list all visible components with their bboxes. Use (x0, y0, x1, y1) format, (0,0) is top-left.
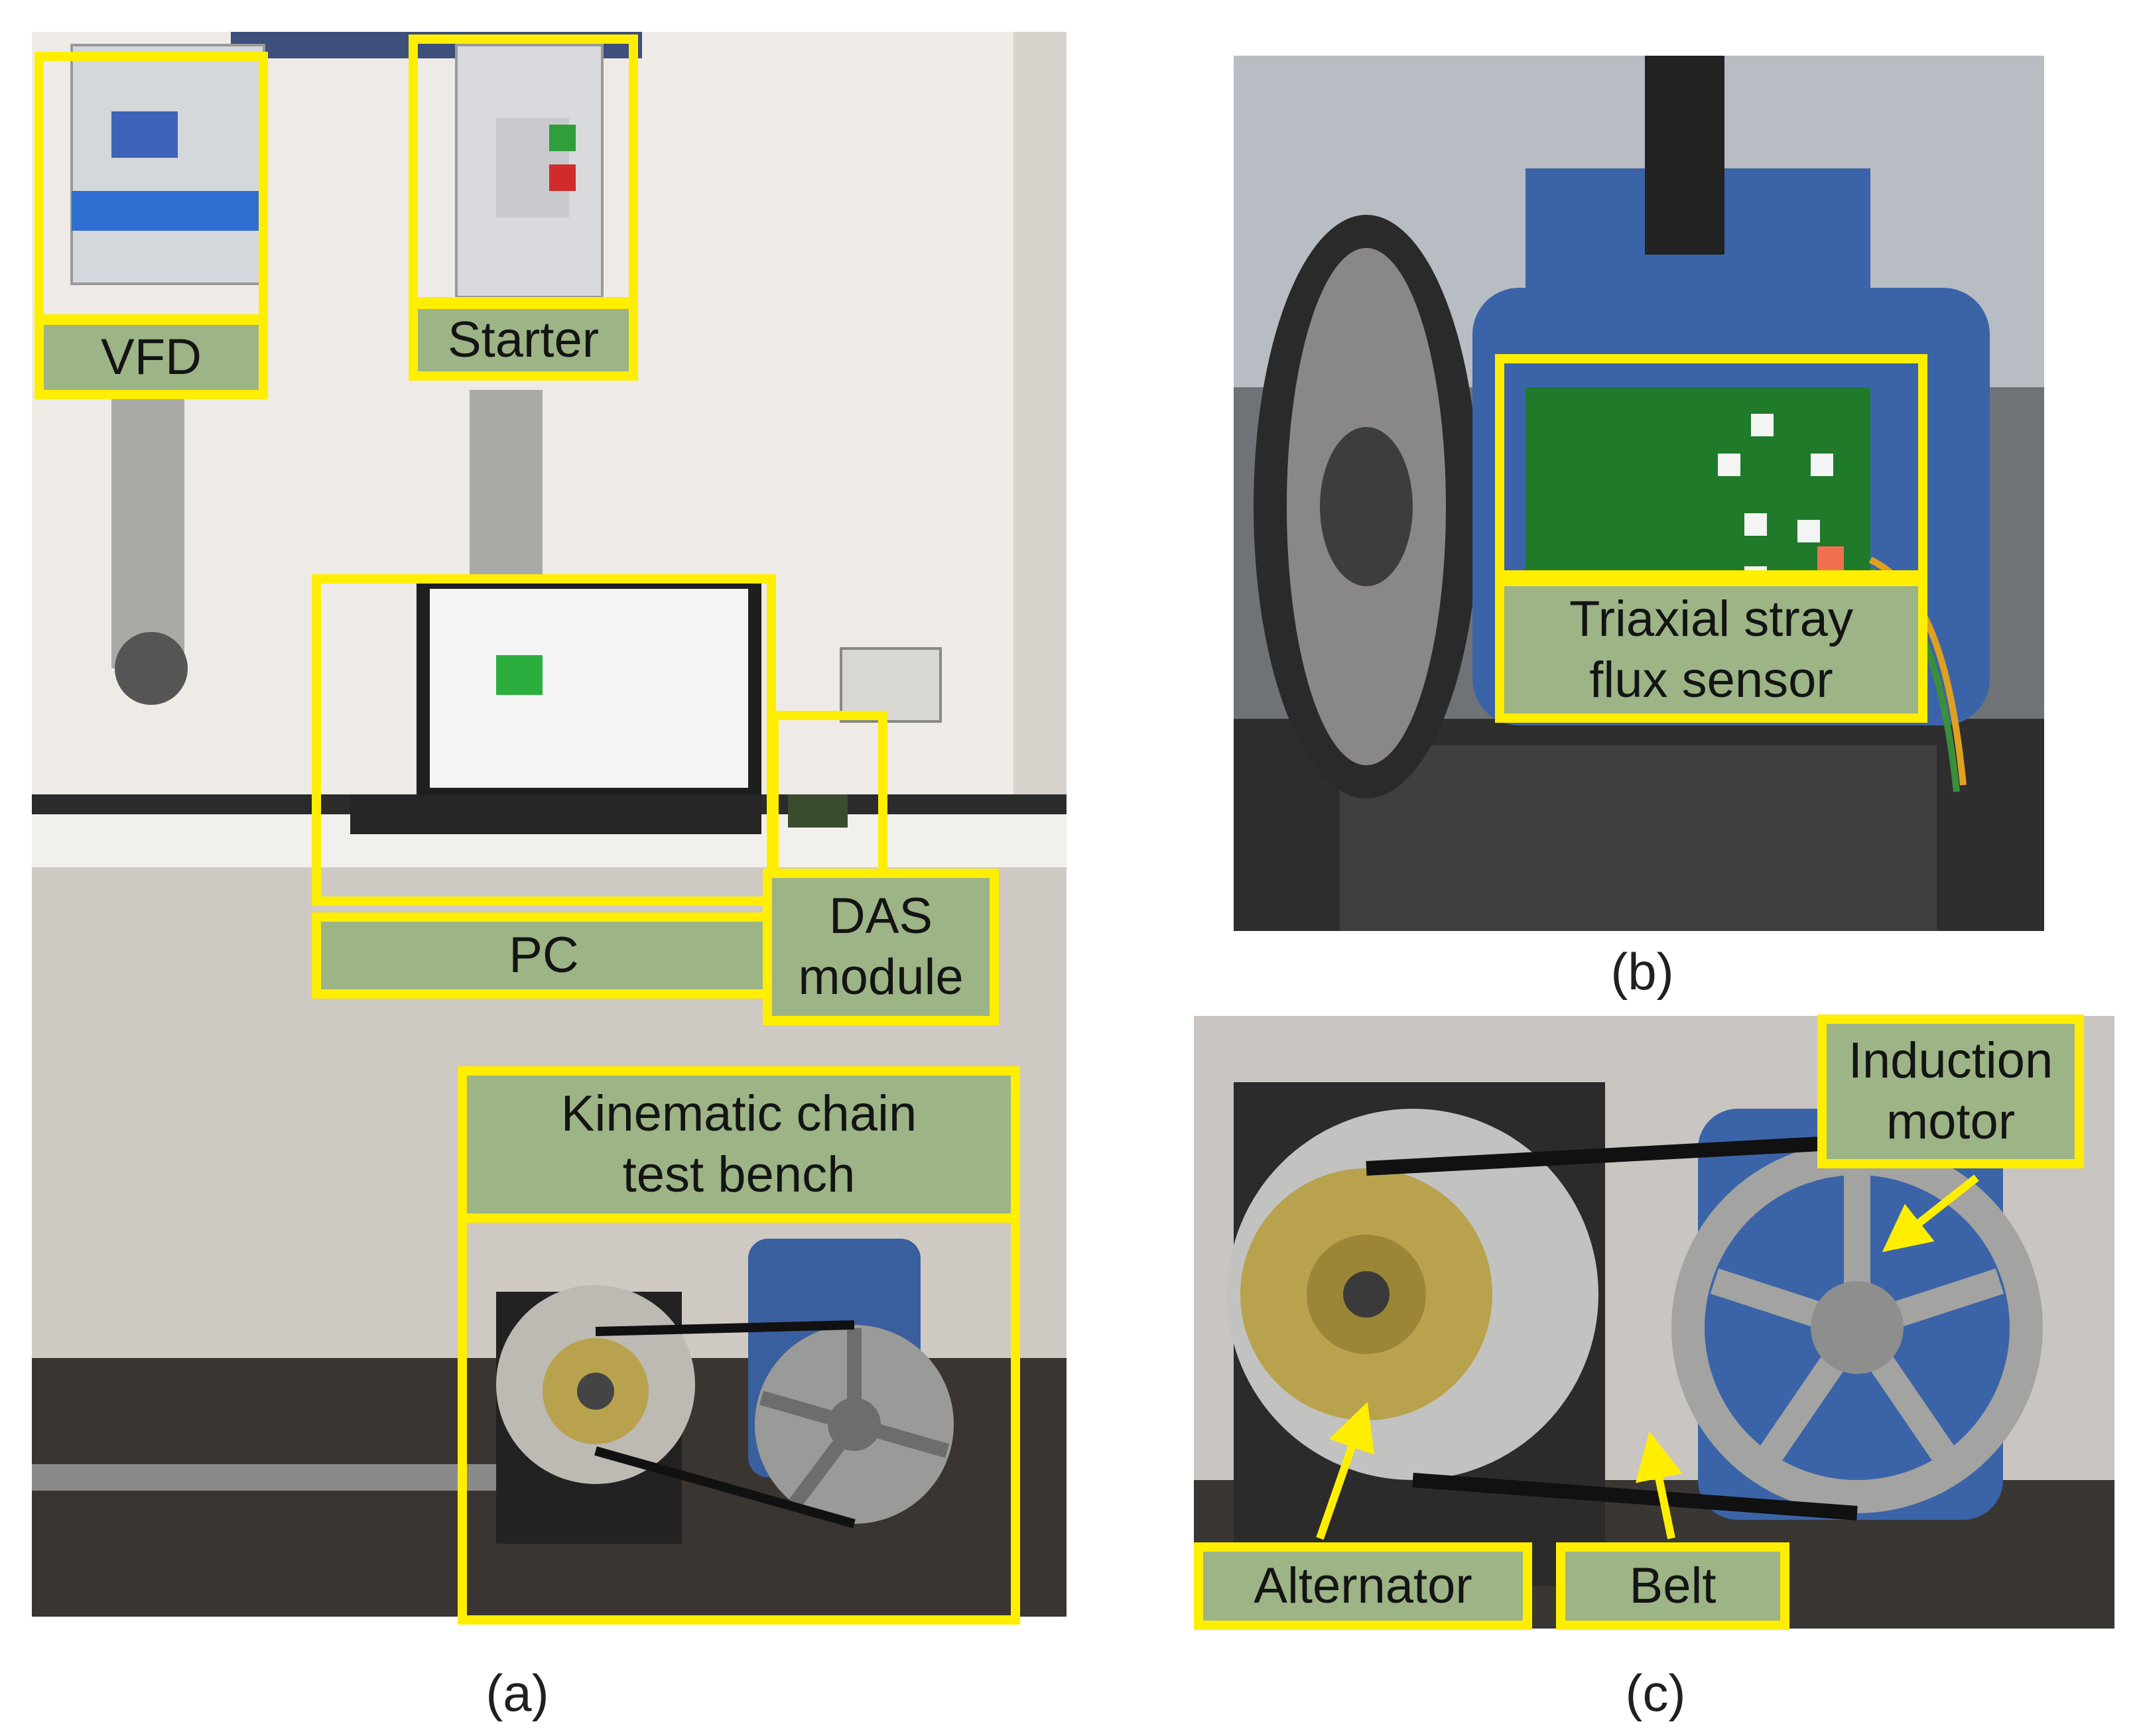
induction-motor-label: Induction motor (1817, 1015, 2084, 1168)
das-module-label: DAS module (763, 869, 999, 1025)
sensor-label: Triaxial stray flux sensor (1495, 577, 1927, 723)
pc-label: PC (312, 912, 776, 999)
lab-setup-photo (32, 32, 1067, 1617)
bench-highlight-box (458, 1213, 1020, 1625)
vfd-highlight-box (34, 52, 268, 324)
caption-c: (c) (1625, 1664, 1686, 1722)
caption-b: (b) (1610, 942, 1674, 1001)
sensor-highlight-box (1495, 354, 1927, 580)
starter-label: Starter (409, 300, 638, 381)
belt-label: Belt (1556, 1542, 1789, 1630)
alternator-label: Alternator (1194, 1542, 1532, 1630)
starter-highlight-box (409, 34, 638, 306)
caption-a: (a) (486, 1664, 549, 1722)
photo-panel-b (1234, 56, 2044, 931)
sensor-closeup-photo (1234, 56, 2044, 931)
photo-panel-a (32, 32, 1067, 1617)
das-highlight-box (769, 711, 887, 889)
pc-highlight-box (312, 574, 776, 906)
bench-label: Kinematic chain test bench (458, 1066, 1020, 1223)
vfd-label: VFD (34, 316, 268, 399)
